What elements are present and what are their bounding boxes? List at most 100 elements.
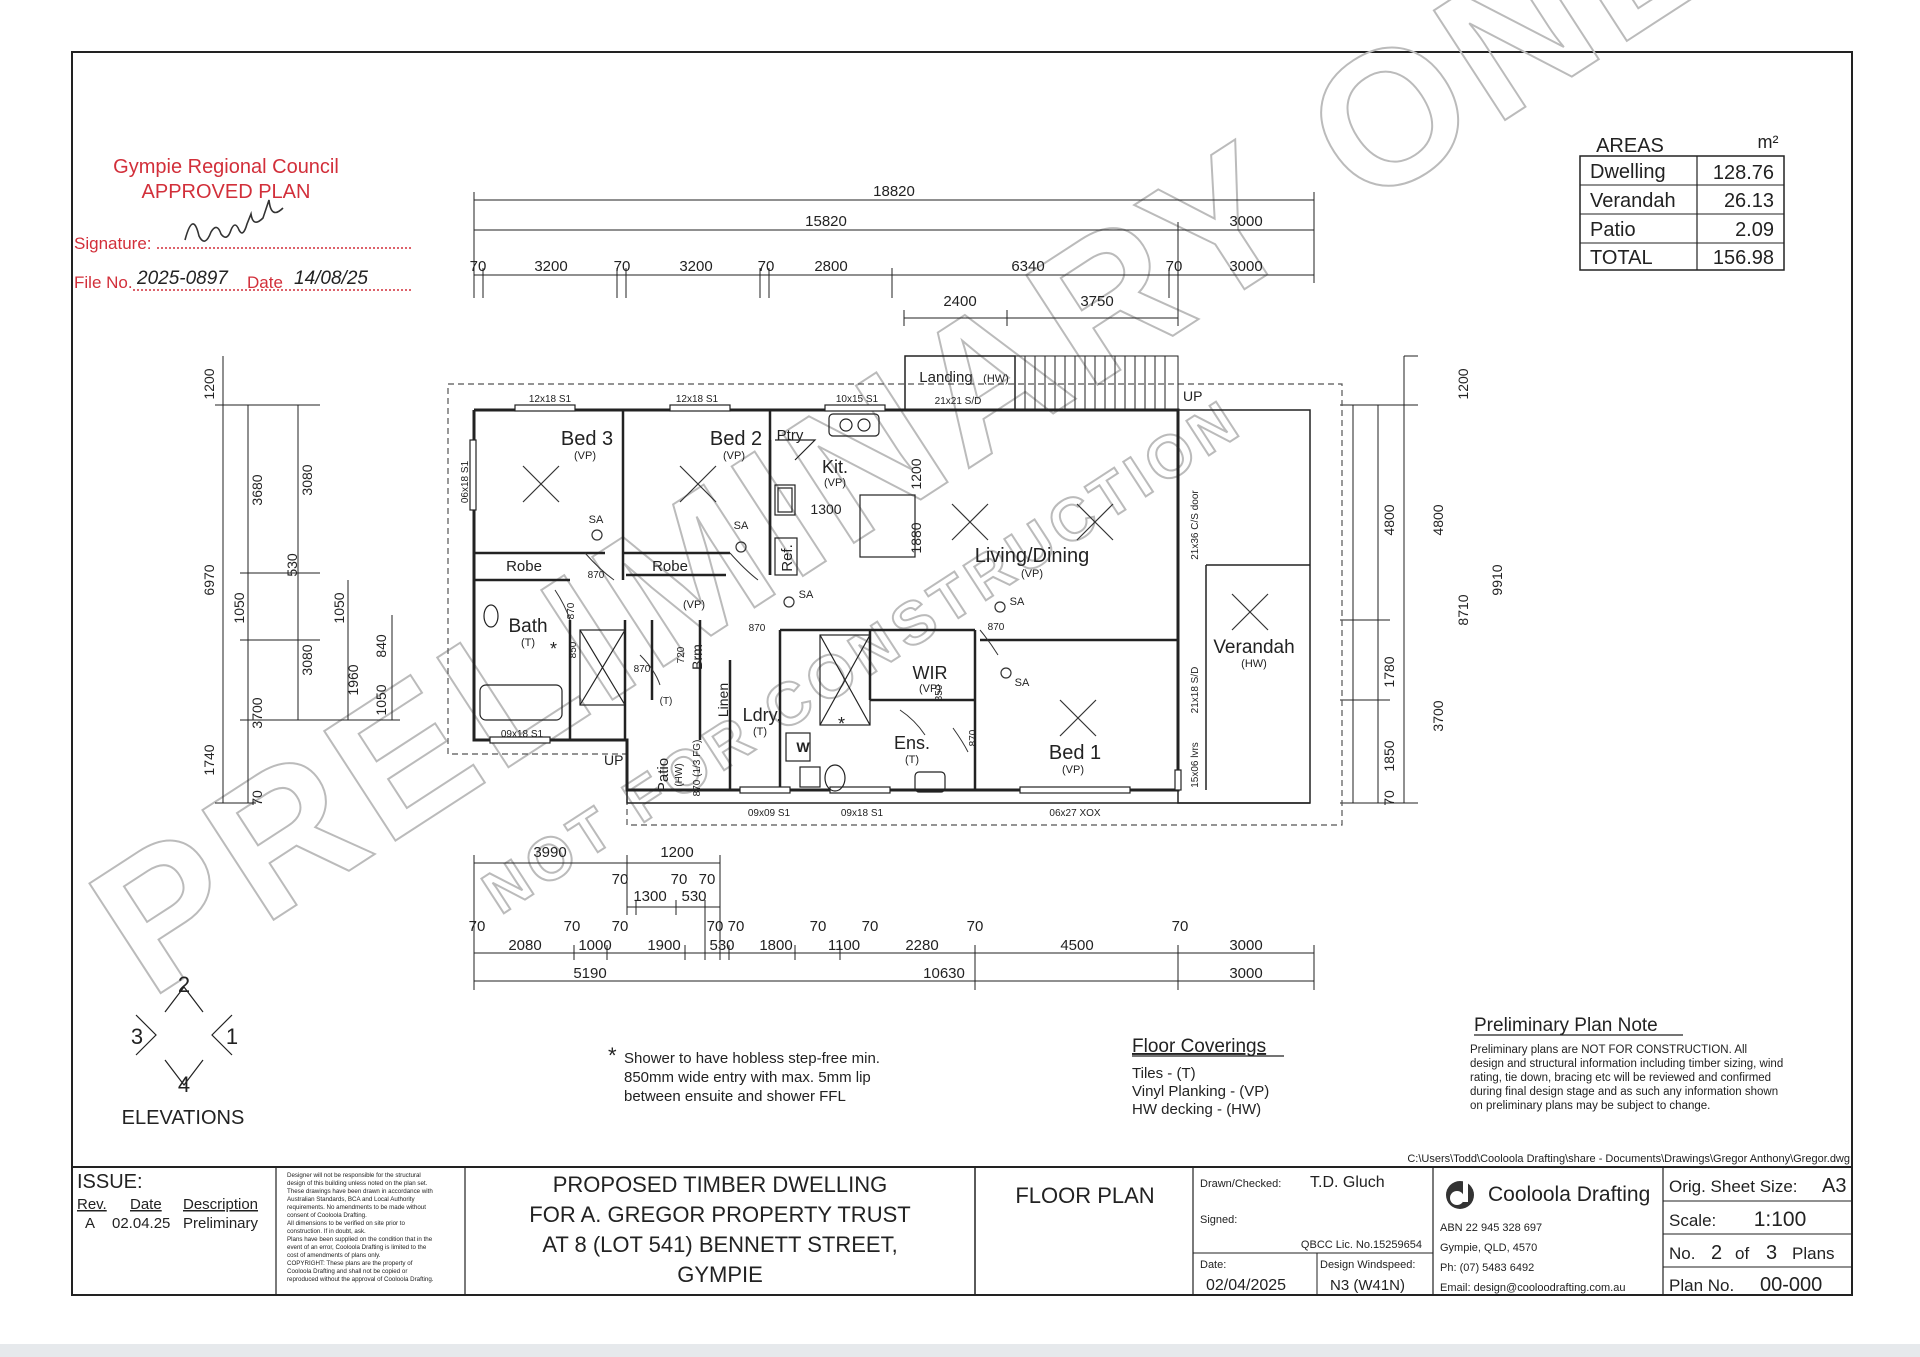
dim-label: 2280 [905, 937, 938, 954]
floor-coverings-title: Floor Coverings [1132, 1036, 1266, 1057]
dim-label: 70 [614, 258, 631, 275]
dim-label: 70 [862, 918, 879, 935]
prelim-note-title: Preliminary Plan Note [1474, 1015, 1658, 1036]
dim-label: 1740 [201, 744, 217, 775]
window-label: 09x18 S1 [841, 808, 884, 819]
tb-scale-label: Scale: [1669, 1211, 1716, 1230]
hall-finish: (VP) [683, 599, 705, 611]
dim-label: 9910 [1489, 564, 1505, 595]
door-width: 870 [968, 729, 979, 746]
disclaimer-line: Cooloola Drafting and shall not be copie… [287, 1268, 407, 1275]
elevation-2: 2 [178, 972, 190, 997]
dim-label: 15820 [805, 213, 847, 230]
top-dimensions [473, 192, 1315, 326]
door-label: 21x18 S/D [1190, 667, 1201, 714]
council-approval-stamp: Gympie Regional Council APPROVED PLAN Si… [74, 156, 412, 292]
room-patio-finish: (HW) [674, 763, 685, 786]
areas-row-value: 156.98 [1713, 247, 1774, 269]
file-path: C:\Users\Todd\Cooloola Drafting\share - … [1407, 1153, 1850, 1165]
tb-address: Gympie, QLD, 4570 [1440, 1242, 1537, 1254]
dim-label: 3700 [249, 697, 265, 728]
tb-plans-label: Plans [1792, 1244, 1835, 1263]
right-dimension-labels: 1200 9910 8710 4800 4800 1780 3700 1850 … [1381, 368, 1505, 806]
room-verandah: Verandah [1213, 637, 1294, 658]
disclaimer-line: All dimensions to be verified on site pr… [287, 1220, 406, 1227]
room-bed2: Bed 2 [710, 428, 762, 450]
dim-label: 3080 [299, 464, 315, 495]
elevation-4: 4 [178, 1072, 190, 1097]
door-width: 870 [566, 602, 577, 619]
room-ensuite: Ens. [894, 733, 930, 753]
dim-label: 1050 [231, 592, 247, 623]
areas-unit: m² [1758, 132, 1779, 152]
areas-row-label: Dwelling [1590, 161, 1666, 183]
floor-covering-item: Tiles - (T) [1132, 1065, 1196, 1082]
sheet-border [71, 51, 1853, 1296]
stair-up-label: UP [604, 752, 623, 768]
tb-drawn: T.D. Gluch [1310, 1174, 1385, 1191]
stairs [1014, 355, 1179, 411]
dim-label: 3200 [679, 258, 712, 275]
dim-label: 70 [671, 871, 688, 888]
tb-qbcc: QBCC Lic. No.15259654 [1301, 1239, 1422, 1251]
tb-project-line: AT 8 (LOT 541) BENNETT STREET, [542, 1232, 897, 1257]
right-dimensions [1340, 355, 1418, 804]
dim-label: 4800 [1381, 504, 1397, 535]
disclaimer-line: requirements. No amendments to be made w… [287, 1204, 426, 1211]
tb-wind: N3 (W41N) [1330, 1277, 1405, 1294]
areas-table: AREAS m² Dwelling 128.76 Verandah 26.13 … [1579, 132, 1785, 271]
dim-label: 18820 [873, 183, 915, 200]
disclaimer-line: cost of amendments of plans only. [287, 1252, 381, 1259]
elevations-label: ELEVATIONS [122, 1107, 245, 1129]
tb-project-line: GYMPIE [677, 1262, 763, 1287]
title-block [72, 1166, 1852, 1295]
dim-label: 70 [564, 918, 581, 935]
room-broom: Brm [689, 644, 705, 670]
smoke-alarm-label: SA [799, 589, 814, 601]
smoke-alarm-label: SA [1010, 596, 1025, 608]
dim-label: 2400 [943, 293, 976, 310]
stamp-date-label: Date [247, 273, 283, 292]
dim-label: 4500 [1060, 937, 1093, 954]
window-label: 06x18 S1 [460, 460, 471, 503]
window-label: 06x27 XOX [1049, 808, 1100, 819]
areas-row-value: 26.13 [1724, 190, 1774, 212]
prelim-note-line: design and structural information includ… [1470, 1058, 1783, 1070]
dim-label: 5190 [573, 965, 606, 982]
prelim-note-line: Preliminary plans are NOT FOR CONSTRUCTI… [1470, 1044, 1747, 1056]
disclaimer-line: Australian Standards, BCA and Local Auth… [287, 1196, 416, 1203]
tb-scale: 1:100 [1754, 1208, 1807, 1231]
tb-issue-label: ISSUE: [77, 1171, 143, 1193]
tb-plan-no-label: Plan No. [1669, 1276, 1734, 1295]
tb-of-label: of [1735, 1244, 1749, 1263]
tb-no-label: No. [1669, 1244, 1695, 1263]
room-bath: Bath [508, 616, 547, 637]
dim-label: 1050 [373, 684, 389, 715]
room-living-finish: (VP) [1021, 568, 1043, 580]
dim-label: 3000 [1229, 965, 1262, 982]
tb-drawn-label: Drawn/Checked: [1200, 1178, 1281, 1190]
door-width: 720 [676, 646, 687, 663]
dim-label: 70 [967, 918, 984, 935]
stamp-file-no: 2025-0897 [136, 268, 229, 289]
dim-label: 70 [1166, 258, 1183, 275]
shower-note-line: Shower to have hobless step-free min. [624, 1050, 880, 1067]
tb-abn: ABN 22 945 328 697 [1440, 1222, 1542, 1234]
tb-no: 2 [1711, 1242, 1722, 1264]
prelim-note-line: rating, tie down, bracing etc will be re… [1470, 1072, 1771, 1084]
kitchen-dim: 1200 [908, 458, 924, 489]
door-width: 870 [588, 570, 605, 581]
dim-label: 530 [709, 937, 734, 954]
kitchen-dim: 1880 [908, 522, 924, 553]
dim-label: 3700 [1430, 700, 1446, 731]
door-width: 850 [568, 641, 579, 658]
room-bed2-finish: (VP) [723, 450, 745, 462]
dim-label: 70 [1172, 918, 1189, 935]
room-landing-finish: (HW) [983, 373, 1009, 385]
disclaimer-line: consent of Cooloola Drafting. [287, 1212, 367, 1219]
room-kitchen-finish: (VP) [824, 477, 846, 489]
tb-signed-label: Signed: [1200, 1214, 1237, 1226]
tb-company: Cooloola Drafting [1488, 1183, 1650, 1206]
dim-label: 1050 [331, 592, 347, 623]
disclaimer-line: design of this building unless noted on … [287, 1180, 428, 1187]
